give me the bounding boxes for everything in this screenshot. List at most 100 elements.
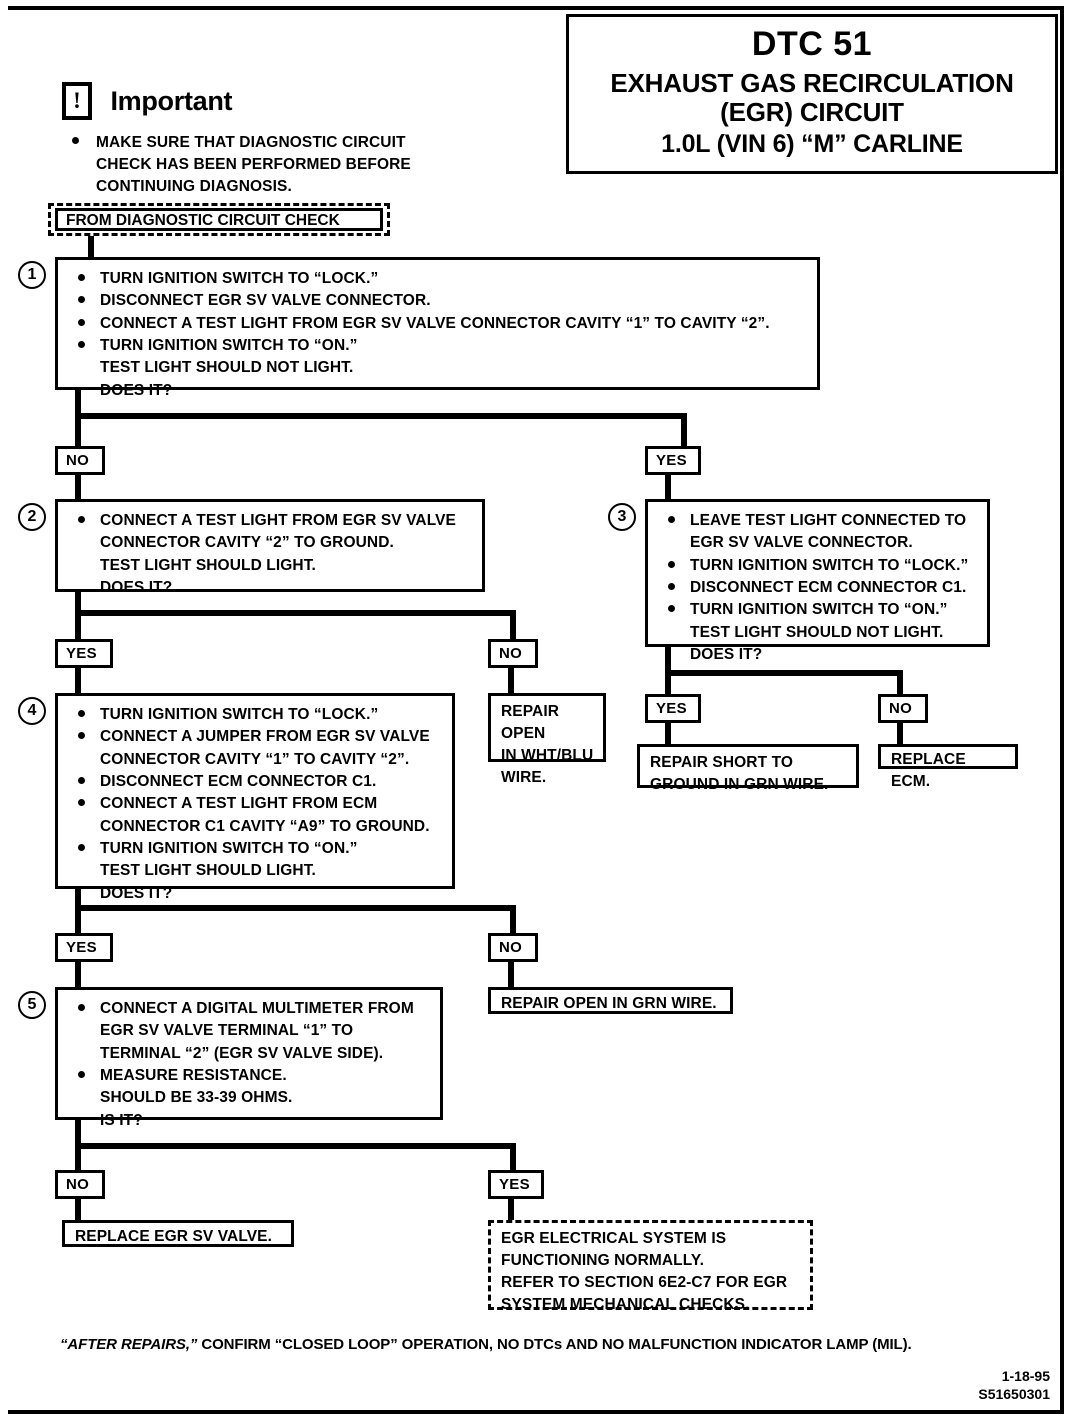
branch-label-s1-no: NO [55, 446, 105, 475]
title-line-3: 1.0L (VIN 6) “M” CARLINE [661, 129, 963, 158]
step-4-box: TURN IGNITION SWITCH TO “LOCK.” CONNECT … [55, 693, 455, 902]
step-line: TURN IGNITION SWITCH TO “ON.” [660, 599, 977, 621]
terminal-line: REFER TO SECTION 6E2-C7 FOR EGR [501, 1274, 788, 1291]
after-repairs-note: “AFTER REPAIRS,” CONFIRM “CLOSED LOOP” O… [60, 1336, 1050, 1353]
after-repairs-rest: CONFIRM “CLOSED LOOP” OPERATION, NO DTCs… [197, 1336, 912, 1353]
connector-s5no-to-replace [75, 1199, 81, 1221]
document-code-block: 1-18-95 S51650301 [978, 1368, 1050, 1403]
important-bullet-text: MAKE SURE THAT DIAGNOSTIC CIRCUIT [96, 134, 406, 151]
branch-label-s3-no: NO [878, 694, 928, 723]
bullet-dot-icon [78, 710, 85, 717]
connector-s3-horizontal [665, 670, 903, 676]
step-line: TEST LIGHT SHOULD LIGHT. [100, 862, 316, 880]
step-4-lines: TURN IGNITION SWITCH TO “LOCK.” CONNECT … [58, 696, 452, 911]
connector-s2yes-to-s4 [75, 668, 81, 693]
bullet-dot-icon [72, 137, 79, 144]
bullet-dot-icon [78, 843, 85, 851]
step-number-4: 4 [18, 697, 46, 725]
step-line: CONNECT A DIGITAL MULTIMETER FROM [70, 998, 430, 1020]
terminal-line: REPAIR OPEN [501, 703, 560, 742]
connector-s4-horizontal [75, 905, 516, 911]
step-number-2: 2 [18, 503, 46, 531]
step-line: DOES IT? [100, 884, 173, 902]
step-line: CONNECT A JUMPER FROM EGR SV VALVE [70, 726, 442, 748]
page-border-top [8, 6, 1064, 10]
bullet-dot-icon [78, 274, 85, 281]
bullet-dot-icon [78, 1070, 85, 1078]
step-line: DOES IT? [100, 381, 173, 399]
document-date: 1-18-95 [1001, 1368, 1050, 1384]
step-3-box: LEAVE TEST LIGHT CONNECTED TO EGR SV VAL… [645, 499, 990, 663]
step-line: TURN IGNITION SWITCH TO “LOCK.” [70, 268, 807, 290]
bullet-dot-icon [78, 318, 85, 326]
connector-entry-to-s1 [88, 236, 94, 258]
step-line: TURN IGNITION SWITCH TO “ON.” [70, 335, 807, 357]
step-line: SHOULD BE 33-39 OHMS. [100, 1089, 293, 1107]
step-line: TURN IGNITION SWITCH TO “LOCK.” [660, 555, 977, 577]
step-line: DOES IT? [690, 645, 763, 663]
branch-label-s2-no: NO [488, 639, 538, 668]
important-header: ! Important [62, 82, 233, 120]
branch-label-s4-no: NO [488, 933, 538, 962]
step-line: TERMINAL “2” (EGR SV VALVE SIDE). [100, 1044, 384, 1062]
step-line: DOES IT? [100, 578, 173, 596]
branch-label-s1-yes: YES [645, 446, 701, 475]
page-border-right [1060, 6, 1064, 1414]
connector-s3no-to-replace [897, 723, 903, 745]
step-2-box: CONNECT A TEST LIGHT FROM EGR SV VALVE C… [55, 499, 485, 596]
bullet-dot-icon [668, 560, 675, 568]
connector-s2no-to-repair [508, 668, 514, 693]
terminal-line: IN WHT/BLU [501, 747, 594, 764]
terminal-line: GROUND IN GRN WIRE. [650, 776, 829, 793]
step-number-3: 3 [608, 503, 636, 531]
after-repairs-italic: “AFTER REPAIRS,” [60, 1336, 198, 1353]
step-line: DISCONNECT EGR SV VALVE CONNECTOR. [70, 290, 807, 312]
step-line: CONNECT A TEST LIGHT FROM EGR SV VALVE C… [70, 313, 807, 335]
step-number-1: 1 [18, 261, 46, 289]
step-line: EGR SV VALVE CONNECTOR. [690, 534, 913, 552]
important-bullet-line: CHECK HAS BEEN PERFORMED BEFORE [62, 154, 462, 176]
branch-label-s5-no: NO [55, 1170, 105, 1199]
important-bullet-line: MAKE SURE THAT DIAGNOSTIC CIRCUIT [62, 132, 462, 154]
step-line: DISCONNECT ECM CONNECTOR C1. [70, 771, 442, 793]
bullet-dot-icon [78, 1004, 85, 1011]
step-1-lines: TURN IGNITION SWITCH TO “LOCK.” DISCONNE… [58, 260, 817, 408]
step-line: CONNECTOR CAVITY “1” TO CAVITY “2”. [100, 750, 410, 768]
branch-label-s3-yes: YES [645, 694, 701, 723]
terminal-system-normal: EGR ELECTRICAL SYSTEM IS FUNCTIONING NOR… [488, 1220, 813, 1313]
exclamation-in-box-icon: ! [62, 82, 92, 120]
bullet-dot-icon [668, 516, 675, 523]
entry-box: FROM DIAGNOSTIC CIRCUIT CHECK [55, 208, 383, 231]
connector-s3yes-to-repair [665, 723, 671, 745]
step-5-lines: CONNECT A DIGITAL MULTIMETER FROM EGR SV… [58, 990, 440, 1138]
step-line: CONNECTOR CAVITY “2” TO GROUND. [100, 534, 394, 552]
step-line: CONNECT A TEST LIGHT FROM EGR SV VALVE [70, 510, 472, 532]
terminal-replace-egr-sv-valve: REPLACE EGR SV VALVE. [62, 1220, 294, 1247]
step-2-lines: CONNECT A TEST LIGHT FROM EGR SV VALVE C… [58, 502, 482, 605]
branch-label-s2-yes: YES [55, 639, 113, 668]
title-block: DTC 51 EXHAUST GAS RECIRCULATION (EGR) C… [566, 14, 1058, 174]
bullet-dot-icon [78, 296, 85, 304]
important-bullet-text: CONTINUING DIAGNOSIS. [96, 178, 292, 195]
bullet-dot-icon [78, 776, 85, 784]
terminal-repair-open-grn: REPAIR OPEN IN GRN WIRE. [488, 987, 733, 1014]
connector-s2-down [75, 592, 81, 640]
terminal-line: WIRE. [501, 769, 547, 786]
step-line: DISCONNECT ECM CONNECTOR C1. [660, 577, 977, 599]
connector-s4yes-to-s5 [75, 962, 81, 987]
step-number-5: 5 [18, 991, 46, 1019]
important-bullet-line: CONTINUING DIAGNOSIS. [62, 176, 462, 198]
terminal-line: SYSTEM MECHANICAL CHECKS. [501, 1296, 750, 1313]
bullet-dot-icon [668, 582, 675, 590]
bullet-dot-icon [78, 732, 85, 740]
step-line: TEST LIGHT SHOULD NOT LIGHT. [100, 359, 354, 377]
terminal-line: EGR ELECTRICAL SYSTEM IS [501, 1230, 727, 1247]
bullet-dot-icon [78, 799, 85, 807]
connector-s5yes-to-normal [508, 1199, 514, 1221]
step-line: TEST LIGHT SHOULD LIGHT. [100, 556, 316, 574]
title-line-2: (EGR) CIRCUIT [720, 96, 904, 127]
step-line: TURN IGNITION SWITCH TO “ON.” [70, 838, 442, 860]
connector-s2-to-no [510, 610, 516, 640]
connector-s4no-to-repair [508, 962, 514, 987]
